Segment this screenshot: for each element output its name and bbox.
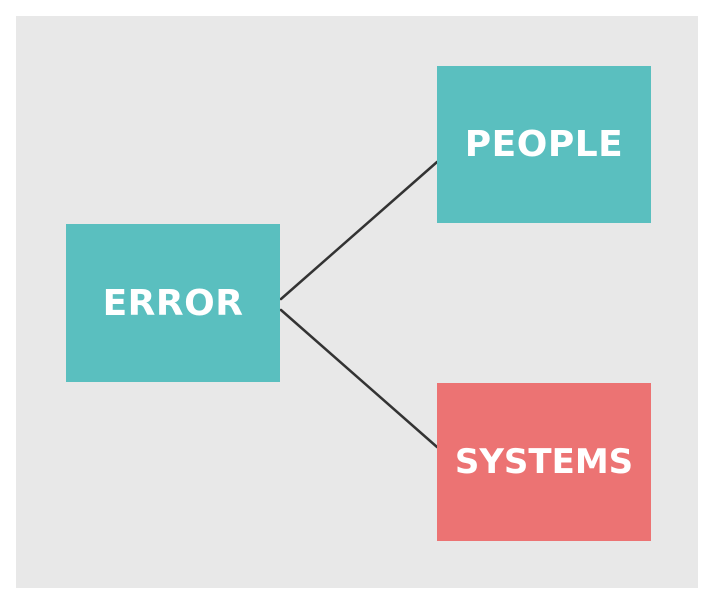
systems-box: SYSTEMS <box>437 383 651 541</box>
error-label: ERROR <box>102 282 244 324</box>
people-box: PEOPLE <box>437 66 651 223</box>
connector-error-systems <box>279 308 439 449</box>
connector-error-people <box>279 160 439 301</box>
systems-label: SYSTEMS <box>454 442 634 482</box>
error-box: ERROR <box>66 224 280 382</box>
people-label: PEOPLE <box>464 124 624 165</box>
